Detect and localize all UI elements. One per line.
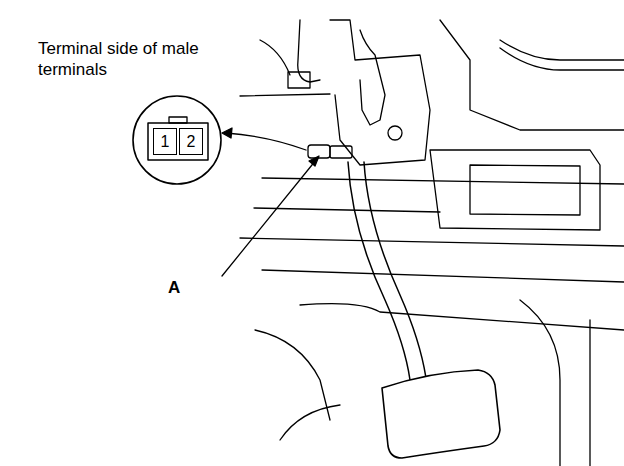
inset-circle bbox=[133, 96, 221, 184]
terminal-box: 1 bbox=[153, 128, 177, 155]
floor-line bbox=[589, 320, 590, 466]
terminal-number: 2 bbox=[187, 133, 196, 151]
panel-line bbox=[240, 94, 330, 96]
harness-connector bbox=[288, 72, 310, 88]
panel-line bbox=[240, 238, 624, 246]
pedal-arm bbox=[348, 162, 410, 380]
pedal-bracket bbox=[330, 20, 430, 165]
connector-face bbox=[148, 123, 208, 160]
bracket bbox=[430, 150, 600, 230]
pedal-arm bbox=[364, 162, 426, 378]
bracket bbox=[470, 165, 580, 215]
inset-caption: Terminal side of male terminals bbox=[38, 38, 220, 80]
pedal-pad bbox=[382, 370, 500, 458]
harness bbox=[298, 20, 320, 82]
terminal-number: 1 bbox=[161, 133, 170, 151]
clutch-switch bbox=[330, 146, 352, 158]
floor-line bbox=[280, 405, 340, 440]
connector-tab bbox=[169, 117, 187, 123]
arrowhead bbox=[222, 128, 232, 138]
panel-line bbox=[440, 20, 624, 130]
callout-letter: A bbox=[168, 278, 180, 298]
switch-connector bbox=[308, 145, 330, 158]
panel-line bbox=[300, 304, 624, 330]
master-cylinder-rod bbox=[360, 30, 385, 125]
bolt bbox=[388, 126, 402, 140]
panel-line bbox=[254, 208, 440, 212]
harness bbox=[500, 40, 624, 60]
inset-arrow bbox=[226, 133, 306, 150]
harness bbox=[500, 48, 624, 70]
terminal-box: 2 bbox=[179, 128, 203, 155]
floor-line bbox=[520, 300, 560, 466]
harness bbox=[260, 40, 290, 75]
leader-line bbox=[222, 160, 316, 276]
panel-line bbox=[262, 270, 624, 282]
panel-line bbox=[262, 178, 624, 184]
floor-line bbox=[255, 330, 330, 420]
